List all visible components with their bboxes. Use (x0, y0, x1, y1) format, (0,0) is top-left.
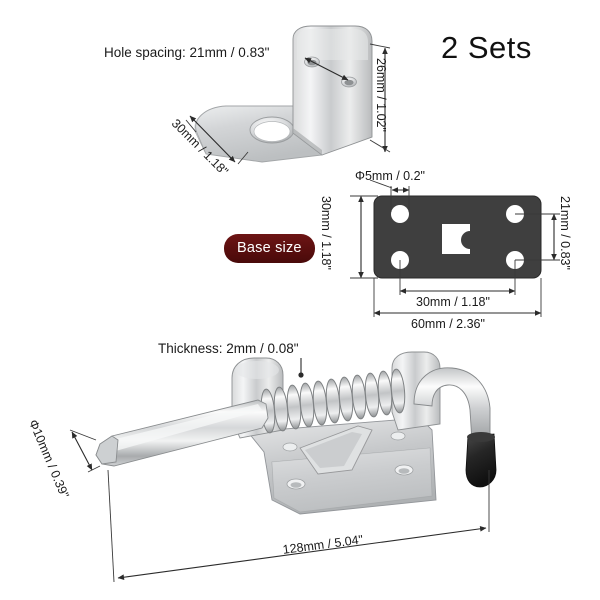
latch-thickness-label: Thickness: 2mm / 0.08" (158, 341, 299, 356)
bracket-hole-spacing-label: Hole spacing: 21mm / 0.83" (104, 45, 270, 60)
quantity-title: 2 Sets (441, 30, 532, 65)
plate-hole-horizontal-spacing-label: 30mm / 1.18" (416, 295, 490, 309)
base-size-badge: Base size (224, 234, 315, 263)
plate-width-label: 60mm / 2.36" (411, 317, 485, 331)
plate-hole-diameter-label: Φ5mm / 0.2" (355, 169, 425, 183)
